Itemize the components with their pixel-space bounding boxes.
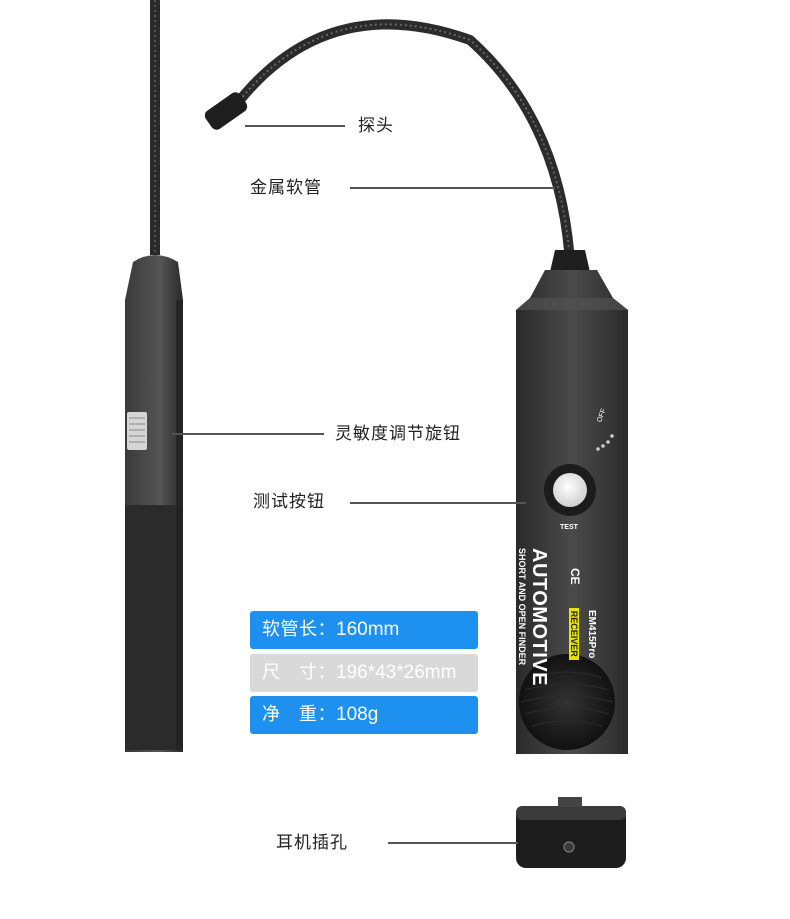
- spec-weight: 净 重：108g: [250, 696, 478, 734]
- device-text-block: AUTOMOTIVE SHORT AND OPEN FINDER CE RECE…: [517, 540, 628, 686]
- bottom-cap: [516, 806, 626, 868]
- spec-hose-length: 软管长：160mm: [250, 611, 478, 649]
- callout-hose: 金属软管: [250, 178, 322, 198]
- callout-knob: 灵敏度调节旋钮: [335, 424, 461, 444]
- ce-mark: CE: [568, 568, 582, 585]
- model-name: EM415Pro: [586, 610, 597, 659]
- speaker-grille: [519, 654, 615, 750]
- spec-key: 尺 寸：: [262, 662, 336, 683]
- badge: RECEIVER: [569, 607, 579, 660]
- spec-key: 净 重：: [262, 704, 336, 725]
- spec-size: 尺 寸：196*43*26mm: [250, 654, 478, 692]
- callout-earphone-jack: 耳机插孔: [276, 833, 348, 853]
- spec-value: 160mm: [336, 619, 400, 640]
- callout-test-button: 测试按钮: [253, 492, 325, 512]
- knob-leader: [172, 433, 324, 435]
- spec-value: 196*43*26mm: [336, 662, 457, 683]
- earphone-jack-hole: [563, 841, 575, 853]
- brand-line: AUTOMOTIVE: [528, 548, 550, 686]
- sub-line: SHORT AND OPEN FINDER: [517, 548, 527, 666]
- probe-tip: [204, 92, 248, 130]
- callout-probe: 探头: [358, 116, 394, 136]
- test-button-leader: [350, 502, 526, 504]
- front-hose: [236, 19, 575, 263]
- side-knob: [127, 412, 147, 450]
- earphone-leader: [388, 842, 518, 844]
- spec-value: 108g: [336, 704, 379, 725]
- test-label: TEST: [560, 524, 578, 531]
- probe-leader: [245, 125, 345, 127]
- spec-key: 软管长：: [262, 619, 336, 640]
- test-button: [553, 473, 587, 507]
- hose-leader: [350, 187, 555, 189]
